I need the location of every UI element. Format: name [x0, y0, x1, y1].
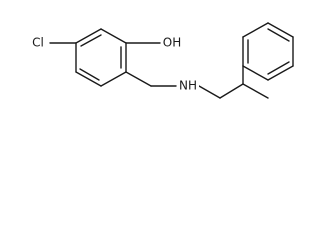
n-ch2-bond: [198, 85, 221, 99]
ch-methyl-bond: [242, 83, 269, 99]
atom-labels: Cl OH NH: [28, 35, 199, 94]
ch2-ch-bond: [219, 83, 244, 99]
phenol-ring-double-bond: [79, 68, 100, 81]
phenol-ring-bond: [100, 28, 127, 44]
chlorine-label: Cl: [32, 36, 44, 50]
ring-ch2-bond: [125, 71, 152, 87]
cl-label-bg: [28, 35, 48, 51]
phenol-ring-bond: [100, 71, 127, 87]
structure-diagram: Cl OH NH: [28, 22, 294, 99]
phenol-ring-double-bond: [80, 34, 102, 47]
phenyl-ring-double-bond: [267, 28, 290, 42]
phenyl-ring-bond: [267, 22, 294, 38]
phenyl-ring-bond: [242, 65, 269, 81]
oh-label-bg: [161, 35, 185, 51]
amine-label: NH: [179, 79, 197, 93]
phenyl-ring-bond: [267, 65, 294, 81]
phenyl-ring-double-bond: [267, 61, 290, 75]
nh-label-bg: [177, 78, 199, 94]
phenol-ring-bond: [75, 28, 102, 44]
phenol-ring-bond: [75, 71, 102, 87]
phenyl-ring-bond: [242, 22, 269, 38]
molecule-drawing: [49, 22, 294, 99]
hydroxyl-label: OH: [163, 36, 181, 50]
